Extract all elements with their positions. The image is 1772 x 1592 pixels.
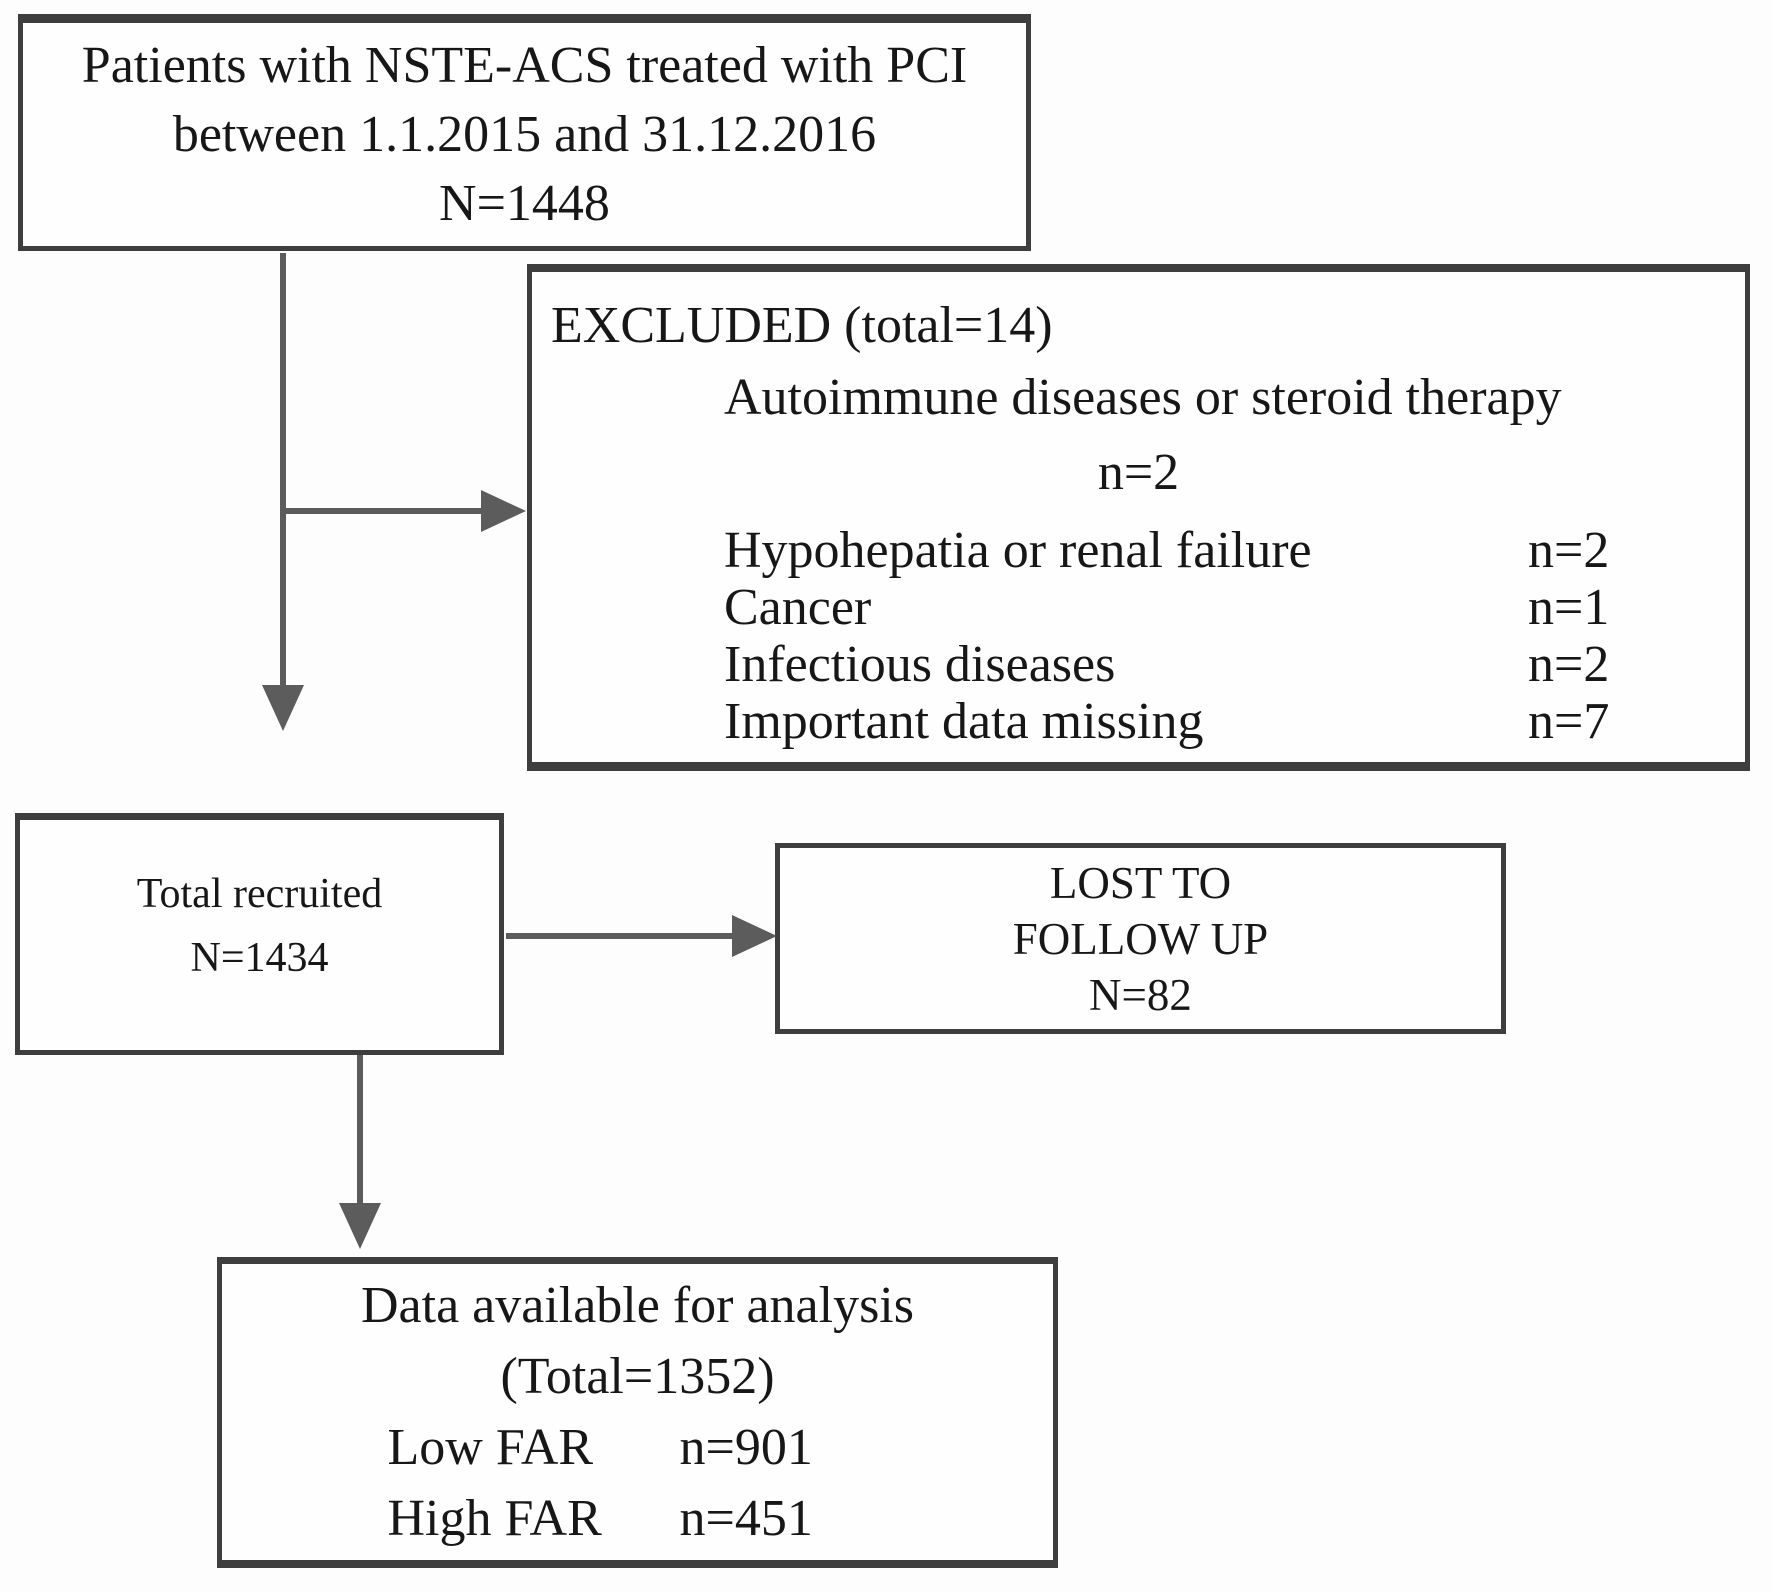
excluded-item-row: Cancer n=1 bbox=[724, 579, 1745, 636]
analysis-total: (Total=1352) bbox=[500, 1348, 775, 1405]
low-far-count: n=901 bbox=[679, 1419, 813, 1476]
connector-to-excluded-line bbox=[283, 508, 481, 514]
excluded-item-value: n=1 bbox=[1528, 579, 1610, 636]
lost-line-2: FOLLOW UP bbox=[1012, 913, 1269, 964]
arrowhead-right-to-excluded-icon bbox=[481, 490, 526, 532]
high-far-label: High FAR bbox=[387, 1490, 602, 1547]
excluded-item-label: Important data missing bbox=[724, 693, 1204, 750]
recruited-label: Total recruited bbox=[136, 871, 383, 917]
excluded-item-row: Infectious diseases n=2 bbox=[724, 636, 1745, 693]
arrowhead-down-to-recruited-icon bbox=[262, 685, 304, 731]
connector-recruited-to-analysis-line bbox=[357, 1055, 363, 1203]
lost-count: N=82 bbox=[1089, 969, 1192, 1020]
low-far-row: Low FAR n=901 bbox=[388, 1412, 888, 1483]
lost-to-follow-up-box: LOST TO FOLLOW UP N=82 bbox=[775, 843, 1506, 1034]
excluded-title: EXCLUDED (total=14) bbox=[551, 297, 1053, 354]
analysis-box: Data available for analysis (Total=1352)… bbox=[217, 1257, 1058, 1568]
total-recruited-box: Total recruited N=1434 bbox=[15, 813, 504, 1055]
high-far-row: High FAR n=451 bbox=[388, 1483, 888, 1554]
excluded-item-label: Cancer bbox=[724, 579, 872, 636]
connector-source-to-recruited-line bbox=[280, 253, 286, 685]
source-line-1: Patients with NSTE-ACS treated with PCI bbox=[81, 37, 968, 94]
lost-line-1: LOST TO bbox=[1049, 857, 1232, 908]
excluded-items-list: Hypohepatia or renal failure n=2 Cancer … bbox=[532, 522, 1745, 750]
low-far-label: Low FAR bbox=[387, 1419, 594, 1476]
high-far-count: n=451 bbox=[679, 1490, 813, 1547]
excluded-item-row: Hypohepatia or renal failure n=2 bbox=[724, 522, 1745, 579]
arrowhead-right-to-lost-icon bbox=[732, 915, 777, 957]
source-line-2: between 1.1.2015 and 31.12.2016 bbox=[172, 106, 877, 163]
analysis-line-1: Data available for analysis bbox=[361, 1277, 914, 1334]
excluded-item-value: n=2 bbox=[1528, 522, 1610, 579]
excluded-item-value: n=7 bbox=[1528, 693, 1610, 750]
excluded-item-autoimmune-label: Autoimmune diseases or steroid therapy bbox=[724, 369, 1562, 426]
recruited-count: N=1434 bbox=[190, 935, 329, 981]
source-count: N=1448 bbox=[439, 175, 610, 232]
excluded-item-label: Hypohepatia or renal failure bbox=[724, 522, 1312, 579]
excluded-item-value: n=2 bbox=[1528, 636, 1610, 693]
excluded-item-row: Important data missing n=7 bbox=[724, 693, 1745, 750]
connector-recruited-to-lost-line bbox=[506, 933, 732, 939]
source-population-box: Patients with NSTE-ACS treated with PCI … bbox=[18, 14, 1031, 251]
arrowhead-down-to-analysis-icon bbox=[339, 1203, 381, 1249]
excluded-item-label: Infectious diseases bbox=[724, 636, 1116, 693]
excluded-box: EXCLUDED (total=14) Autoimmune diseases … bbox=[527, 264, 1750, 771]
excluded-item-autoimmune-value: n=2 bbox=[1097, 444, 1180, 501]
